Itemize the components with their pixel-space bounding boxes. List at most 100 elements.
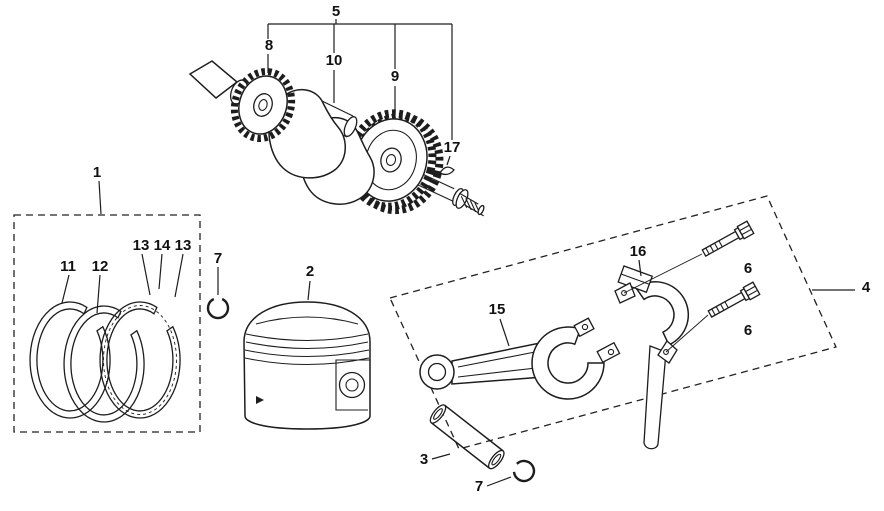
pin-end [343,116,358,137]
drive-gear [230,68,296,142]
callout-9: 9 [391,68,399,85]
leader-13a [141,253,151,296]
leader-11 [61,274,70,304]
leader-2 [307,280,311,301]
bolt-thread [711,308,716,316]
cap-bolt-hole [621,290,627,296]
leader-17 [446,155,451,166]
lug-bolt-hole [607,348,615,356]
rod-big-end [531,326,605,400]
pin-boss-window [335,359,370,411]
callout-11: 11 [60,258,76,275]
crankshaft-callout-bracket [267,19,453,166]
callout-13b: 13 [175,237,192,254]
crankshaft-output-shaft [399,163,485,217]
crankshaft-nose [188,60,239,99]
bolt-alignment-line [623,253,703,294]
oil-ring-expander [103,305,177,415]
shaft-tip [477,204,485,216]
callout-6b: 6 [744,322,752,339]
oil-ring [99,301,181,419]
pin-boss-hole [338,371,366,399]
cap-tab [617,265,654,294]
leader-16 [638,259,642,277]
pin-edge [430,422,491,469]
callout-7a: 7 [214,250,222,267]
callout-5: 5 [332,3,340,20]
rod-beam-rib [457,351,536,368]
rod-bolt-lower [707,281,761,318]
pin-end-upper [429,404,447,424]
piston-front-mark [256,396,264,404]
bolt-thread [718,240,723,248]
bolt-thread [720,303,725,311]
pin-edge [321,100,354,117]
gear-teeth-back [352,112,444,215]
gear-hub [380,147,402,173]
bolt-head-facet [739,224,750,232]
bolt-thread [705,247,710,255]
leader-13b [174,253,184,298]
pin-end-lower [488,449,505,470]
bolt-thread [715,306,721,313]
gear-bore [258,99,268,111]
gear-teeth [345,109,437,211]
leader-3 [431,453,451,460]
lug-body [573,317,595,338]
callout-2: 2 [306,263,314,280]
bolt-head-facet [747,289,758,297]
bolt-thread [724,301,729,309]
bolt-head [742,281,761,301]
callout-12: 12 [92,258,109,275]
circlip-lower [512,459,536,483]
pin-bore-lower [491,453,502,466]
cap-shell [635,281,690,346]
callout-17: 17 [444,139,461,156]
oil-dipper-blade [643,345,667,450]
bolt-thread [709,245,715,252]
circlip-upper [206,297,230,320]
callout-13a: 13 [133,237,150,254]
rod-bolt-upper [701,220,755,257]
callout-7b: 7 [475,478,483,495]
gear-teeth [230,68,296,142]
rod-bolt-lug [573,317,595,338]
bearing-cap-drawing [614,253,709,450]
woodruff-key [439,166,455,176]
thread-tick [460,195,468,209]
compression-ring-top [29,301,111,419]
gear-bore [385,154,397,166]
piston-drawing [243,301,371,430]
thread-tick [465,198,472,211]
rod-beam-rib [457,367,537,378]
bolt-head-facet [745,285,756,293]
callout-8: 8 [265,37,273,54]
piston-pin-drawing [429,404,505,470]
callout-10: 10 [326,52,343,69]
thread-tick [469,200,477,213]
callout-1: 1 [93,164,101,181]
pin-edge [444,404,504,452]
ring-groove [244,349,370,358]
bracket-lines [267,19,453,140]
rod-beam [451,342,544,385]
leader-1 [98,180,102,215]
leader-14 [158,253,163,290]
pin-bore-upper [433,408,443,420]
callout-15: 15 [489,301,506,318]
rod-assembly-dashed-box [389,195,837,450]
gear-hub [253,93,273,117]
callout-6a: 6 [744,260,752,277]
ring-groove [245,333,369,342]
piston-ring-set [29,301,181,423]
ring-groove [245,341,369,350]
thread-edge [459,192,479,205]
bolt-head [736,220,755,240]
leader-7b [486,476,512,487]
piston-body [243,301,371,430]
cap-bolt-hole [663,349,669,355]
rod-small-end-bore [427,362,447,382]
callout-14: 14 [154,237,171,254]
